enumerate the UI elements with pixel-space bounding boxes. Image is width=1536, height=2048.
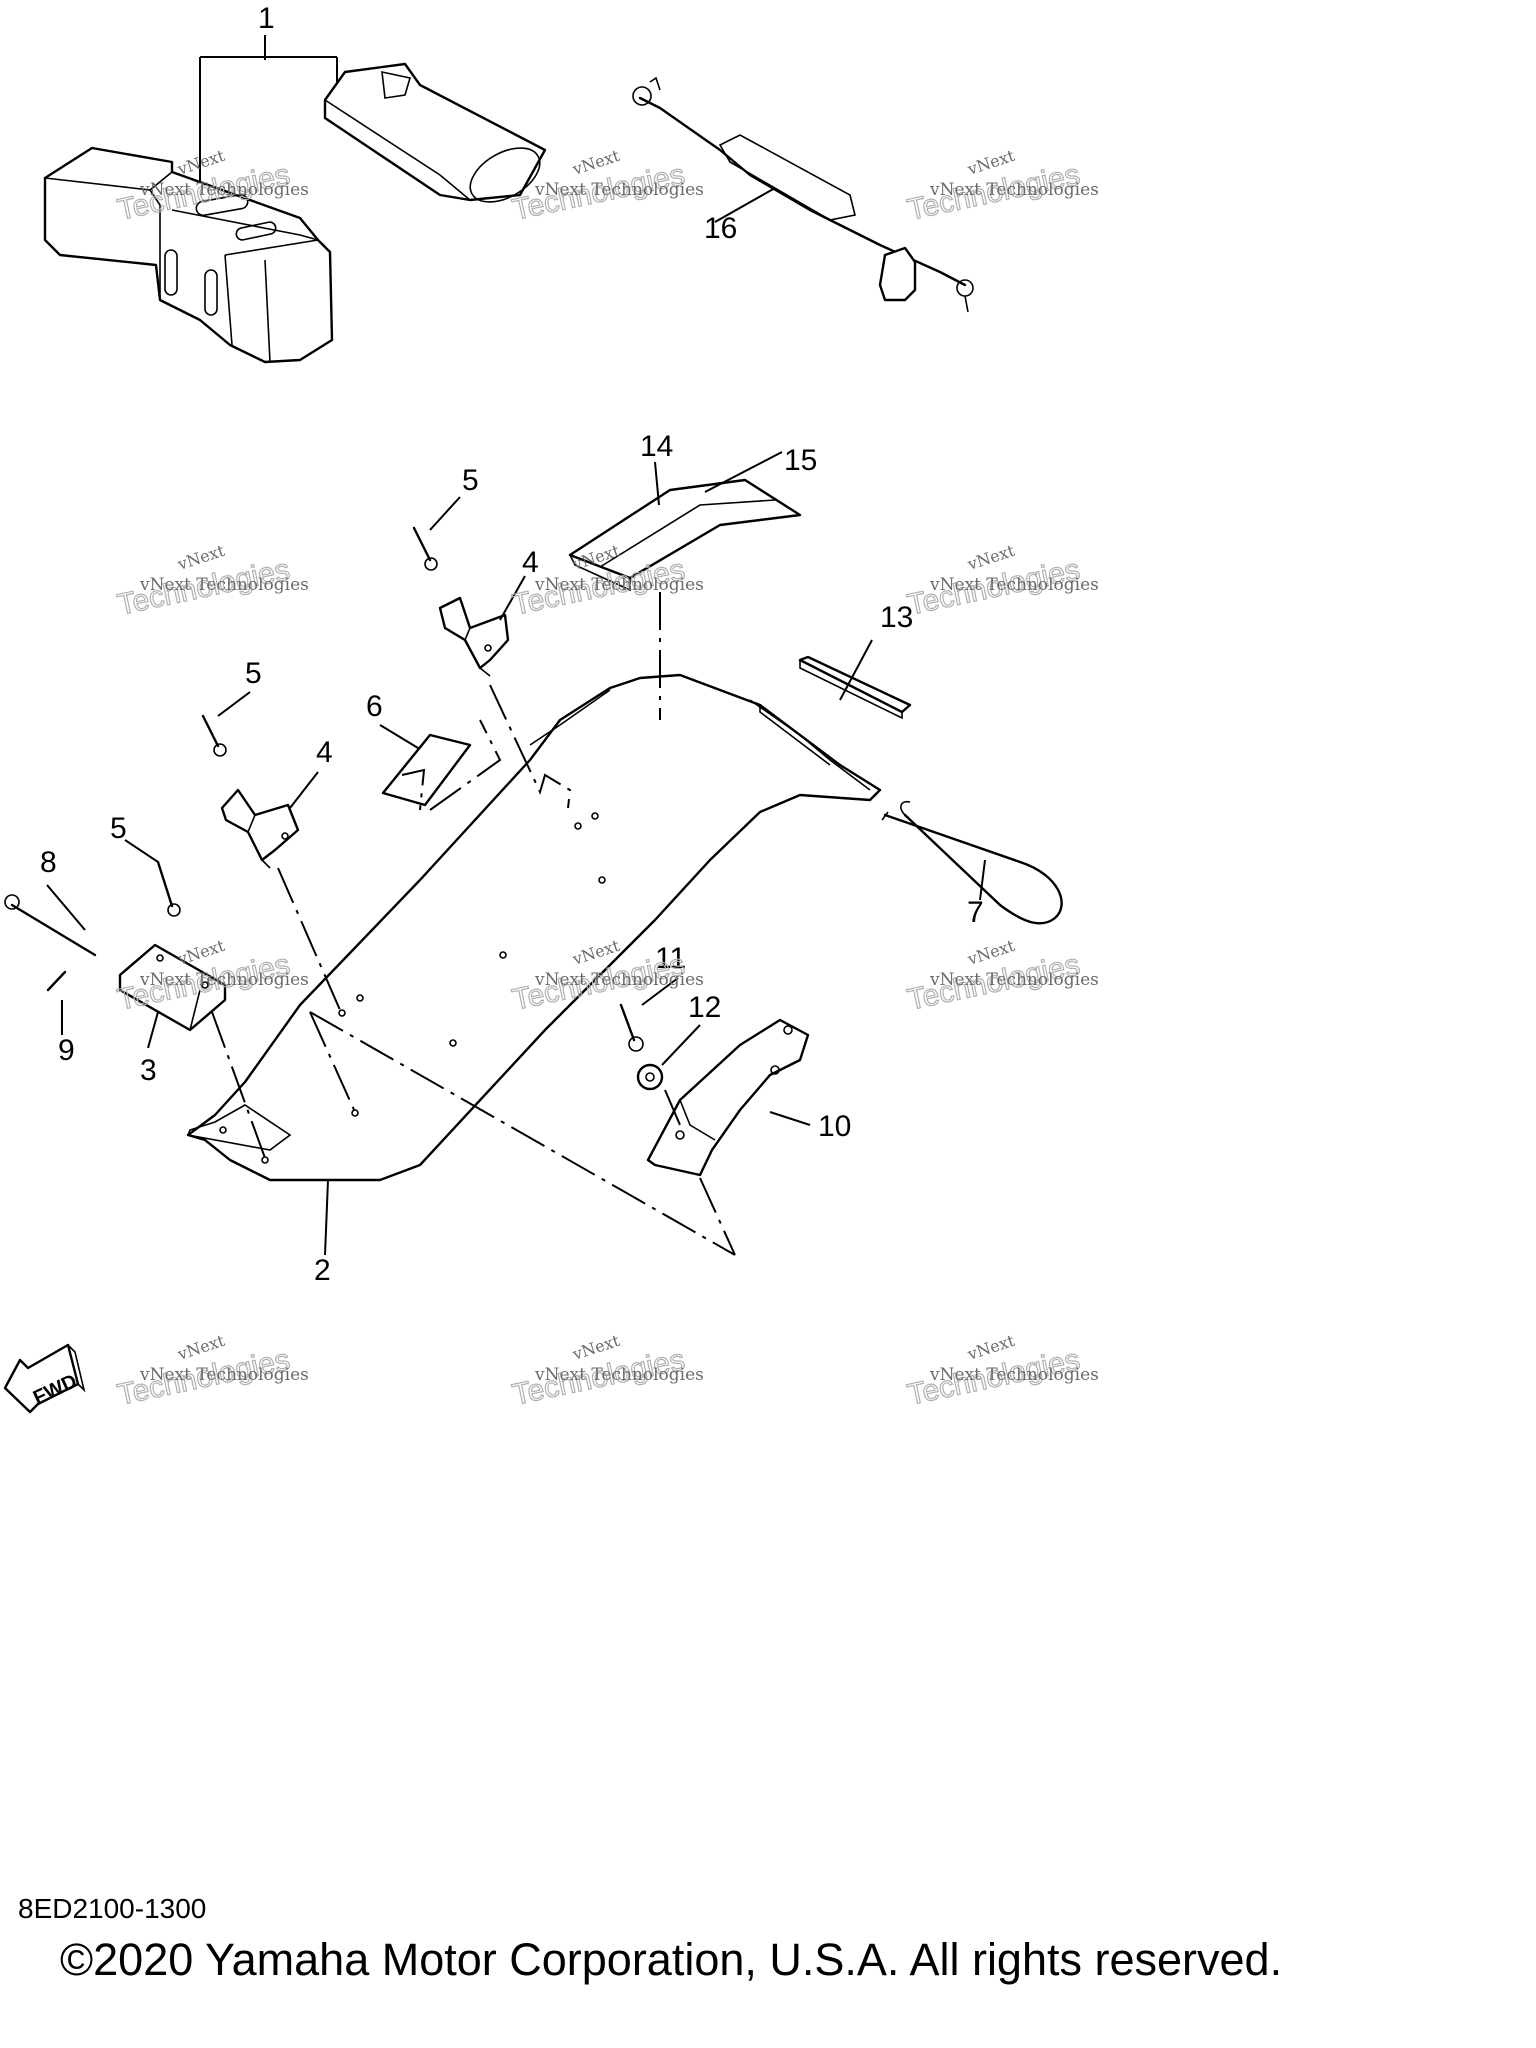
part-9-cotter (46, 970, 67, 992)
callout-4b: 4 (316, 736, 333, 769)
svg-text:vNext Technologies: vNext Technologies (534, 970, 704, 990)
part-3-bracket (118, 943, 227, 1032)
callout-3: 3 (140, 1054, 157, 1087)
svg-text:vNext Technologies: vNext Technologies (139, 970, 309, 990)
watermark: vNext Technologies vNext Technologies (904, 1331, 1099, 1413)
svg-text:vNext Technologies: vNext Technologies (929, 180, 1099, 200)
svg-text:vNext Technologies: vNext Technologies (139, 1365, 309, 1385)
watermark: vNext Technologies vNext Technologies (509, 1331, 704, 1413)
part-10-holder (646, 1018, 810, 1177)
watermark: vNext Technologies vNext Technologies (904, 146, 1099, 228)
part-5-rivets (156, 526, 438, 917)
callout-6: 6 (366, 690, 383, 723)
callout-2: 2 (314, 1254, 331, 1287)
svg-text:vNext Technologies: vNext Technologies (534, 1365, 704, 1385)
part-7-rod (881, 800, 1063, 925)
callout-numbers: 1 16 14 15 5 4 13 5 6 4 5 8 7 11 12 9 3 … (40, 2, 984, 1287)
callout-16: 16 (704, 212, 737, 245)
svg-text:vNext Technologies: vNext Technologies (534, 575, 704, 595)
svg-text:vNext Technologies: vNext Technologies (929, 575, 1099, 595)
assembly-lines (211, 592, 736, 1256)
part-14-15-pads (568, 478, 802, 592)
svg-text:vNext Technologies: vNext Technologies (534, 180, 704, 200)
part-2-pan (186, 673, 882, 1182)
callout-14: 14 (640, 430, 673, 463)
svg-text:vNext Technologies: vNext Technologies (139, 180, 309, 200)
part-4-clip-upper (438, 596, 510, 677)
callout-leaders (46, 187, 986, 1256)
part-12-washer (636, 1063, 664, 1091)
callout-1: 1 (258, 2, 275, 35)
watermark: vNext Technologies vNext Technologies (904, 541, 1099, 623)
callout-7: 7 (967, 896, 984, 929)
watermark: vNext Technologies vNext Technologies (114, 1331, 309, 1413)
callout-5b: 5 (245, 657, 262, 690)
callout-4a: 4 (522, 546, 539, 579)
part-8-pin (4, 894, 97, 957)
callout-5c: 5 (110, 812, 127, 845)
part-1-cover-set (43, 35, 547, 364)
callout-12: 12 (688, 991, 721, 1024)
callout-13: 13 (880, 601, 913, 634)
part-16-cable (632, 76, 974, 313)
watermark: vNext Technologies vNext Technologies (904, 936, 1099, 1018)
callout-11: 11 (655, 942, 686, 975)
part-11-rivet (619, 1003, 644, 1052)
svg-text:vNext Technologies: vNext Technologies (929, 1365, 1099, 1385)
svg-text:vNext Technologies: vNext Technologies (929, 970, 1099, 990)
callout-10: 10 (818, 1110, 851, 1143)
callout-9: 9 (58, 1034, 75, 1067)
part-4-clip-lower (220, 788, 300, 869)
part-13-strip (798, 655, 912, 720)
callout-5a: 5 (462, 464, 479, 497)
copyright-notice: ©2020 Yamaha Motor Corporation, U.S.A. A… (60, 1934, 1283, 1985)
svg-text:vNext Technologies: vNext Technologies (139, 575, 309, 595)
watermark: vNext Technologies vNext Technologies (114, 541, 309, 623)
fwd-arrow-icon: FWD (3, 1343, 86, 1414)
callout-8: 8 (40, 846, 57, 879)
callout-15: 15 (784, 444, 817, 477)
part-6-label (381, 733, 472, 807)
drawing-code: 8ED2100-1300 (18, 1893, 207, 1924)
